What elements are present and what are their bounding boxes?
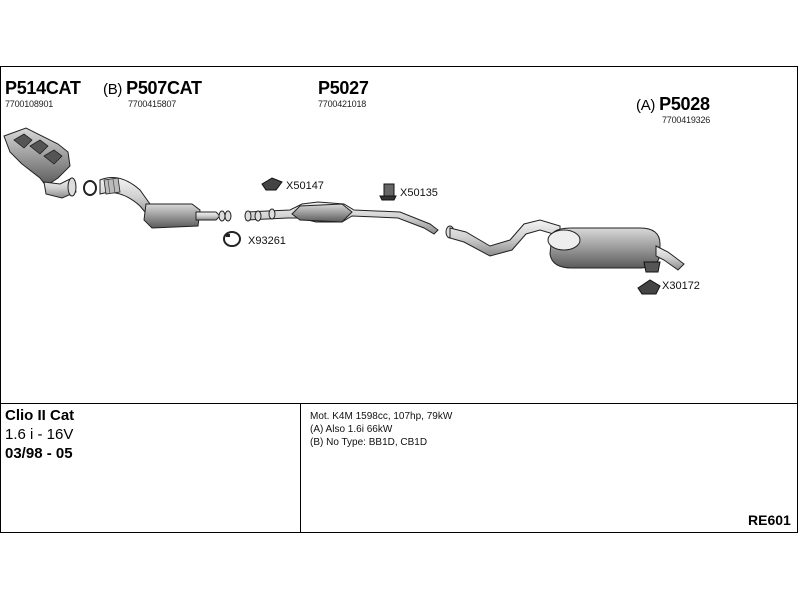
fitting-label-x50135: X50135: [400, 187, 438, 199]
mount-x50147[interactable]: [261, 177, 283, 191]
part-prefix: (B): [103, 81, 123, 98]
fitting-label-x30172: X30172: [662, 280, 700, 292]
note-b: (B) No Type: BB1D, CB1D: [310, 437, 428, 448]
part-prefix: (A): [636, 97, 656, 114]
vehicle-years: 03/98 - 05: [5, 445, 73, 462]
part-code: P5027: [318, 78, 369, 98]
part-code: P5028: [659, 94, 710, 114]
part-code: P514CAT: [5, 78, 81, 98]
mount-x30172[interactable]: [637, 279, 661, 295]
part-number: 7700419326: [662, 115, 711, 125]
part-code: P507CAT: [126, 78, 202, 98]
intermediate-pipe[interactable]: [244, 201, 439, 235]
vehicle-model: Clio II Cat: [5, 407, 75, 424]
reference-code: RE601: [748, 512, 791, 528]
clamp-x93261[interactable]: [223, 231, 241, 247]
part-p5028[interactable]: (A)P5028 7700419326: [636, 94, 710, 125]
exhaust-manifold[interactable]: [3, 127, 77, 199]
vehicle-engine: 1.6 i - 16V: [5, 426, 74, 443]
notes: Mot. K4M 1598cc, 107hp, 79kW (A) Also 1.…: [310, 410, 452, 449]
rear-silencer[interactable]: [445, 219, 685, 273]
catalytic-converter[interactable]: [99, 177, 232, 229]
vertical-divider: [300, 403, 301, 533]
gasket-ring[interactable]: [83, 180, 97, 196]
diagram-frame: [0, 66, 798, 533]
part-p507cat[interactable]: (B)P507CAT 7700415807: [103, 78, 202, 109]
part-p5027[interactable]: P5027 7700421018: [318, 78, 369, 109]
note-a: (A) Also 1.6i 66kW: [310, 424, 393, 435]
part-number: 7700421018: [318, 99, 367, 109]
fitting-label-x50147: X50147: [286, 180, 324, 192]
part-number: 7700108901: [5, 99, 54, 109]
vehicle-info: Clio II Cat 1.6 i - 16V 03/98 - 05: [5, 407, 74, 462]
part-p514cat[interactable]: P514CAT 7700108901: [5, 78, 81, 109]
fitting-label-x93261: X93261: [248, 235, 286, 247]
part-number: 7700415807: [128, 99, 177, 109]
horizontal-divider: [0, 403, 798, 404]
note-engine: Mot. K4M 1598cc, 107hp, 79kW: [310, 411, 453, 422]
mount-x50135[interactable]: [379, 183, 397, 201]
